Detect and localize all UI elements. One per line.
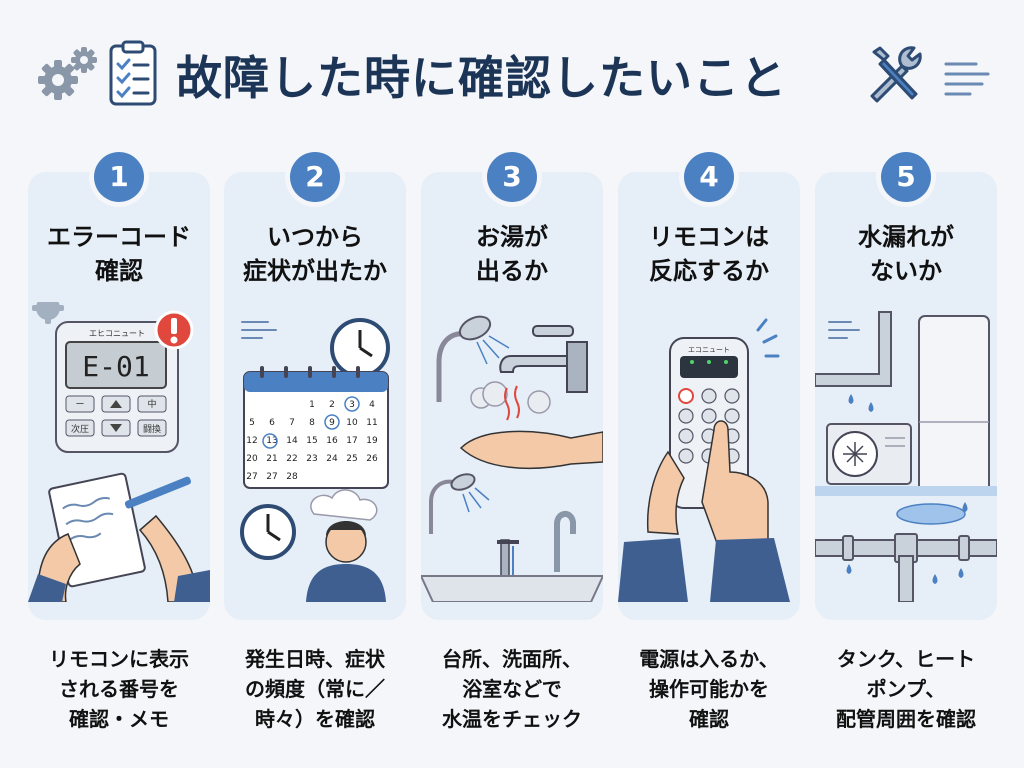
gear-icon — [32, 302, 64, 324]
calendar-day: 13 — [266, 436, 277, 446]
calendar-day: 16 — [326, 436, 338, 446]
illustration-faucet — [421, 315, 603, 602]
calendar-day: 23 — [306, 454, 317, 464]
pipe-icon — [815, 533, 997, 602]
faucet-icon — [499, 325, 588, 393]
remote-brand-label: エヒコニュート — [89, 329, 145, 338]
calendar-day: 1 — [309, 400, 315, 410]
calendar-day: 7 — [289, 418, 295, 428]
step-card-hot-water: お湯が 出るか — [421, 172, 603, 620]
step-number-badge: 1 — [94, 152, 144, 202]
calendar-day: 27 — [246, 472, 257, 482]
page-title: 故障した時に確認したいこと — [176, 51, 787, 105]
clock-icon — [330, 318, 390, 378]
calendar-day: 15 — [306, 436, 317, 446]
calendar-day: 11 — [366, 418, 377, 428]
calendar-day: 9 — [329, 418, 335, 428]
calendar-day: 14 — [286, 436, 298, 446]
pipe-icon — [815, 311, 892, 387]
clipboard-checklist-icon — [109, 40, 157, 106]
step-title: いつから 症状が出たか — [243, 223, 387, 285]
step-number-badge: 5 — [881, 152, 931, 202]
water-tank-icon — [918, 315, 990, 493]
svg-text:ー: ー — [75, 400, 84, 410]
calendar-day: 21 — [266, 454, 277, 464]
sink-faucet-icon — [497, 511, 576, 577]
calendar-day: 3 — [349, 400, 355, 410]
calendar-day: 19 — [366, 436, 378, 446]
calendar-day: 17 — [346, 436, 357, 446]
calendar-day: 12 — [246, 436, 257, 446]
clock-icon — [240, 504, 296, 560]
calendar-day: 25 — [346, 454, 357, 464]
gears-icon — [38, 47, 97, 100]
step-number-badge: 3 — [487, 152, 537, 202]
header: 故障した時に確認したいこと — [0, 0, 1024, 150]
calendar-day: 20 — [246, 454, 258, 464]
calendar-day: 4 — [369, 400, 375, 410]
step-title: お湯が 出るか — [476, 223, 548, 285]
shower-head-icon — [429, 473, 490, 534]
step-description: 台所、洗面所、 浴室などで 水温をチェック — [442, 647, 582, 731]
lines-icon — [944, 62, 990, 96]
calendar-day: 26 — [366, 454, 378, 464]
step-description: リモコンに表示 される番号を 確認・メモ — [49, 647, 189, 731]
step-description: 発生日時、症状 の頻度（常に／ 時々）を確認 — [245, 647, 385, 731]
remote-brand-label: エコニュート — [688, 346, 730, 354]
illustration-error-remote: エヒコニュート E-01 ー 中 次圧 闘換 — [28, 302, 210, 602]
step-card-remote-response: リモコンは 反応するか エコニュート — [618, 172, 800, 620]
step-title: エラーコード 確認 — [47, 223, 191, 285]
step-title: 水漏れが ないか — [858, 223, 954, 285]
water-drop-icon — [848, 394, 968, 512]
step-card-error-code: エラーコード 確認 エヒコニュート E-01 ー 中 次圧 闘換 — [28, 172, 210, 620]
step-number-badge: 2 — [290, 152, 340, 202]
person-icon — [306, 521, 386, 602]
step-description: タンク、ヒート ポンプ、 配管周囲を確認 — [836, 647, 976, 731]
illustration-water-leak — [815, 311, 997, 602]
pen-icon — [124, 476, 191, 509]
shower-head-icon — [436, 315, 510, 402]
svg-text:次圧: 次圧 — [71, 423, 89, 435]
svg-text:闘換: 闘換 — [143, 423, 161, 435]
calendar-day: 2 — [329, 400, 335, 410]
error-code-display: E-01 — [82, 350, 149, 383]
calendar-day: 8 — [309, 418, 315, 428]
step-card-water-leak: 水漏れが ないか — [815, 172, 997, 620]
wrench-screwdriver-icon — [870, 46, 922, 103]
calendar-day: 28 — [286, 472, 298, 482]
alert-icon — [154, 310, 194, 350]
svg-text:中: 中 — [147, 398, 156, 410]
calendar-day: 10 — [346, 418, 358, 428]
calendar-day: 27 — [266, 472, 277, 482]
step-number-badge: 4 — [684, 152, 734, 202]
calendar-day: 24 — [326, 454, 338, 464]
calendar-day: 22 — [286, 454, 297, 464]
illustration-remote-hand: エコニュート — [618, 318, 790, 602]
calendar-day: 6 — [269, 418, 275, 428]
step-description: 電源は入るか、 操作可能かを 確認 — [639, 647, 779, 731]
heat-pump-icon — [826, 423, 912, 485]
step-title: リモコンは 反応するか — [649, 223, 769, 285]
calendar-day: 5 — [249, 418, 255, 428]
